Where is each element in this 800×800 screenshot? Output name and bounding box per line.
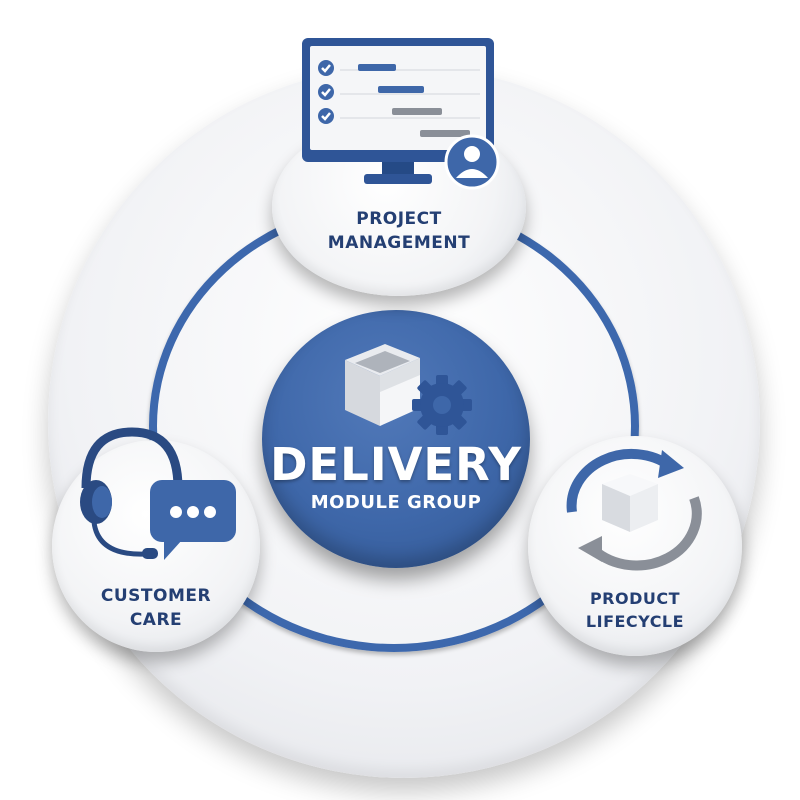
- customer-care-label-line2: CARE: [129, 610, 183, 630]
- box-gear-icon: [345, 344, 472, 435]
- customer-care-label-line1: CUSTOMER: [100, 586, 212, 606]
- hub-title: DELIVERY: [270, 438, 522, 491]
- project-management-label-line1: PROJECT: [356, 209, 442, 229]
- cycle-box-icon: [566, 448, 702, 571]
- product-lifecycle-node: [528, 436, 742, 656]
- product-lifecycle-label-line2: LIFECYCLE: [585, 612, 685, 631]
- headset-chat-icon: [80, 427, 236, 560]
- product-lifecycle-label-line1: PRODUCT: [589, 589, 681, 608]
- monitor-gantt-icon: [302, 38, 500, 190]
- hub-subtitle: MODULE GROUP: [310, 492, 482, 513]
- project-management-label-line2: MANAGEMENT: [327, 233, 471, 253]
